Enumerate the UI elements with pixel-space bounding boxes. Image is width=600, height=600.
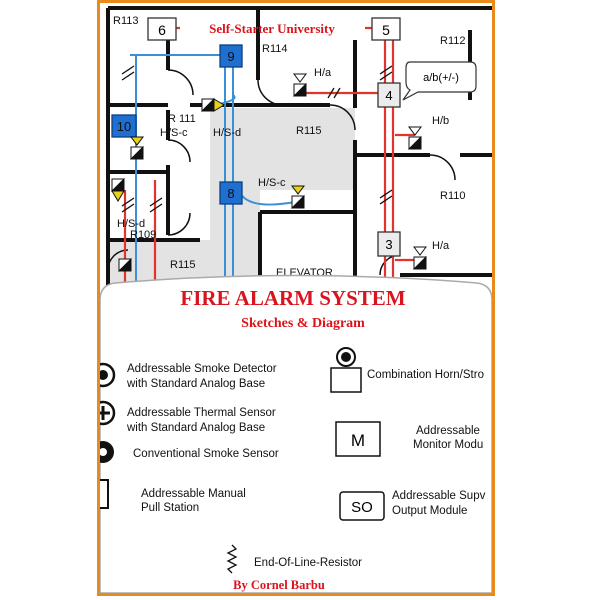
- zone-box-3: 3: [377, 231, 401, 257]
- svg-text:6: 6: [158, 22, 166, 38]
- device-label: H/S-d: [213, 127, 241, 139]
- device-label: H/S-d: [117, 218, 145, 230]
- legend-text: Addressable Smoke Detector with Standard…: [126, 363, 486, 569]
- room-label: R114: [262, 43, 287, 55]
- legend-label: with Standard Analog Base: [126, 422, 265, 434]
- blue-wiring: [130, 54, 296, 300]
- output-module-symbol: SO: [339, 491, 385, 521]
- svg-text:3: 3: [385, 237, 392, 252]
- svg-text:9: 9: [227, 49, 234, 64]
- svg-text:a/b(+/-): a/b(+/-): [423, 72, 459, 84]
- svg-text:5: 5: [382, 22, 390, 38]
- svg-text:4: 4: [385, 88, 392, 103]
- pull-station-symbol: [100, 479, 109, 509]
- svg-text:M: M: [351, 431, 365, 450]
- legend-label: End-Of-Line-Resistor: [254, 557, 362, 569]
- device-label: H/S-c: [160, 127, 188, 139]
- legend-label: Addressable: [416, 425, 480, 437]
- conventional-smoke-symbol: [100, 441, 114, 463]
- thermal-sensor-symbol: [100, 400, 116, 426]
- legend-label: Combination Horn/Stro: [367, 369, 484, 381]
- room-label: R 111: [168, 113, 196, 125]
- cover-subtitle: Sketches & Diagram: [241, 316, 365, 331]
- zone-box-8: 8: [219, 181, 243, 205]
- legend-label: with Standard Analog Base: [126, 378, 265, 390]
- svg-text:8: 8: [227, 186, 234, 201]
- svg-text:10: 10: [117, 119, 131, 134]
- legend-label: Addressable Thermal Sensor: [127, 407, 276, 419]
- cover-title: FIRE ALARM SYSTEM: [180, 286, 405, 310]
- end-of-line-resistor-symbol: [226, 544, 238, 574]
- author-name: By Cornel Barbu: [233, 578, 325, 592]
- corridor-shade: [210, 108, 355, 190]
- smoke-detector-symbol: [100, 362, 116, 388]
- room-label: R113: [113, 15, 138, 27]
- legend-panel: [100, 274, 492, 593]
- legend-label: Addressable Smoke Detector: [127, 363, 277, 375]
- zone-box-5: 5: [371, 17, 401, 41]
- svg-text:SO: SO: [351, 499, 373, 516]
- legend-label: Pull Station: [141, 502, 199, 514]
- room-label: R112: [440, 35, 465, 47]
- room-label: R115: [170, 259, 195, 271]
- wire-hash-marks: [121, 65, 393, 213]
- horn-strobe-symbol: [330, 347, 362, 393]
- zone-box-6: 6: [147, 17, 177, 41]
- device-label: H/a: [432, 240, 450, 252]
- room-label: R115: [296, 125, 321, 137]
- room-label: R110: [440, 190, 465, 202]
- zone-box-10: 10: [111, 114, 137, 138]
- legend-label: Addressable Manual: [141, 488, 246, 500]
- monitor-module-symbol: M: [335, 421, 381, 457]
- device-label: H/S-c: [258, 177, 286, 189]
- zone-box-9: 9: [219, 44, 243, 68]
- device-label: H/a: [314, 67, 332, 79]
- horn-strobe-devices: [110, 73, 427, 272]
- legend-label: Addressable Supv: [392, 490, 486, 502]
- zone-box-4: 4: [377, 82, 401, 108]
- device-label: H/b: [432, 115, 449, 127]
- legend-label: Monitor Modu: [413, 439, 483, 451]
- legend-label: Output Module: [392, 505, 467, 517]
- resistor-callout: a/b(+/-): [402, 61, 477, 101]
- room-label: R109: [130, 229, 156, 241]
- legend-label: Conventional Smoke Sensor: [133, 448, 279, 460]
- plan-title: Self-Starter University: [209, 21, 335, 36]
